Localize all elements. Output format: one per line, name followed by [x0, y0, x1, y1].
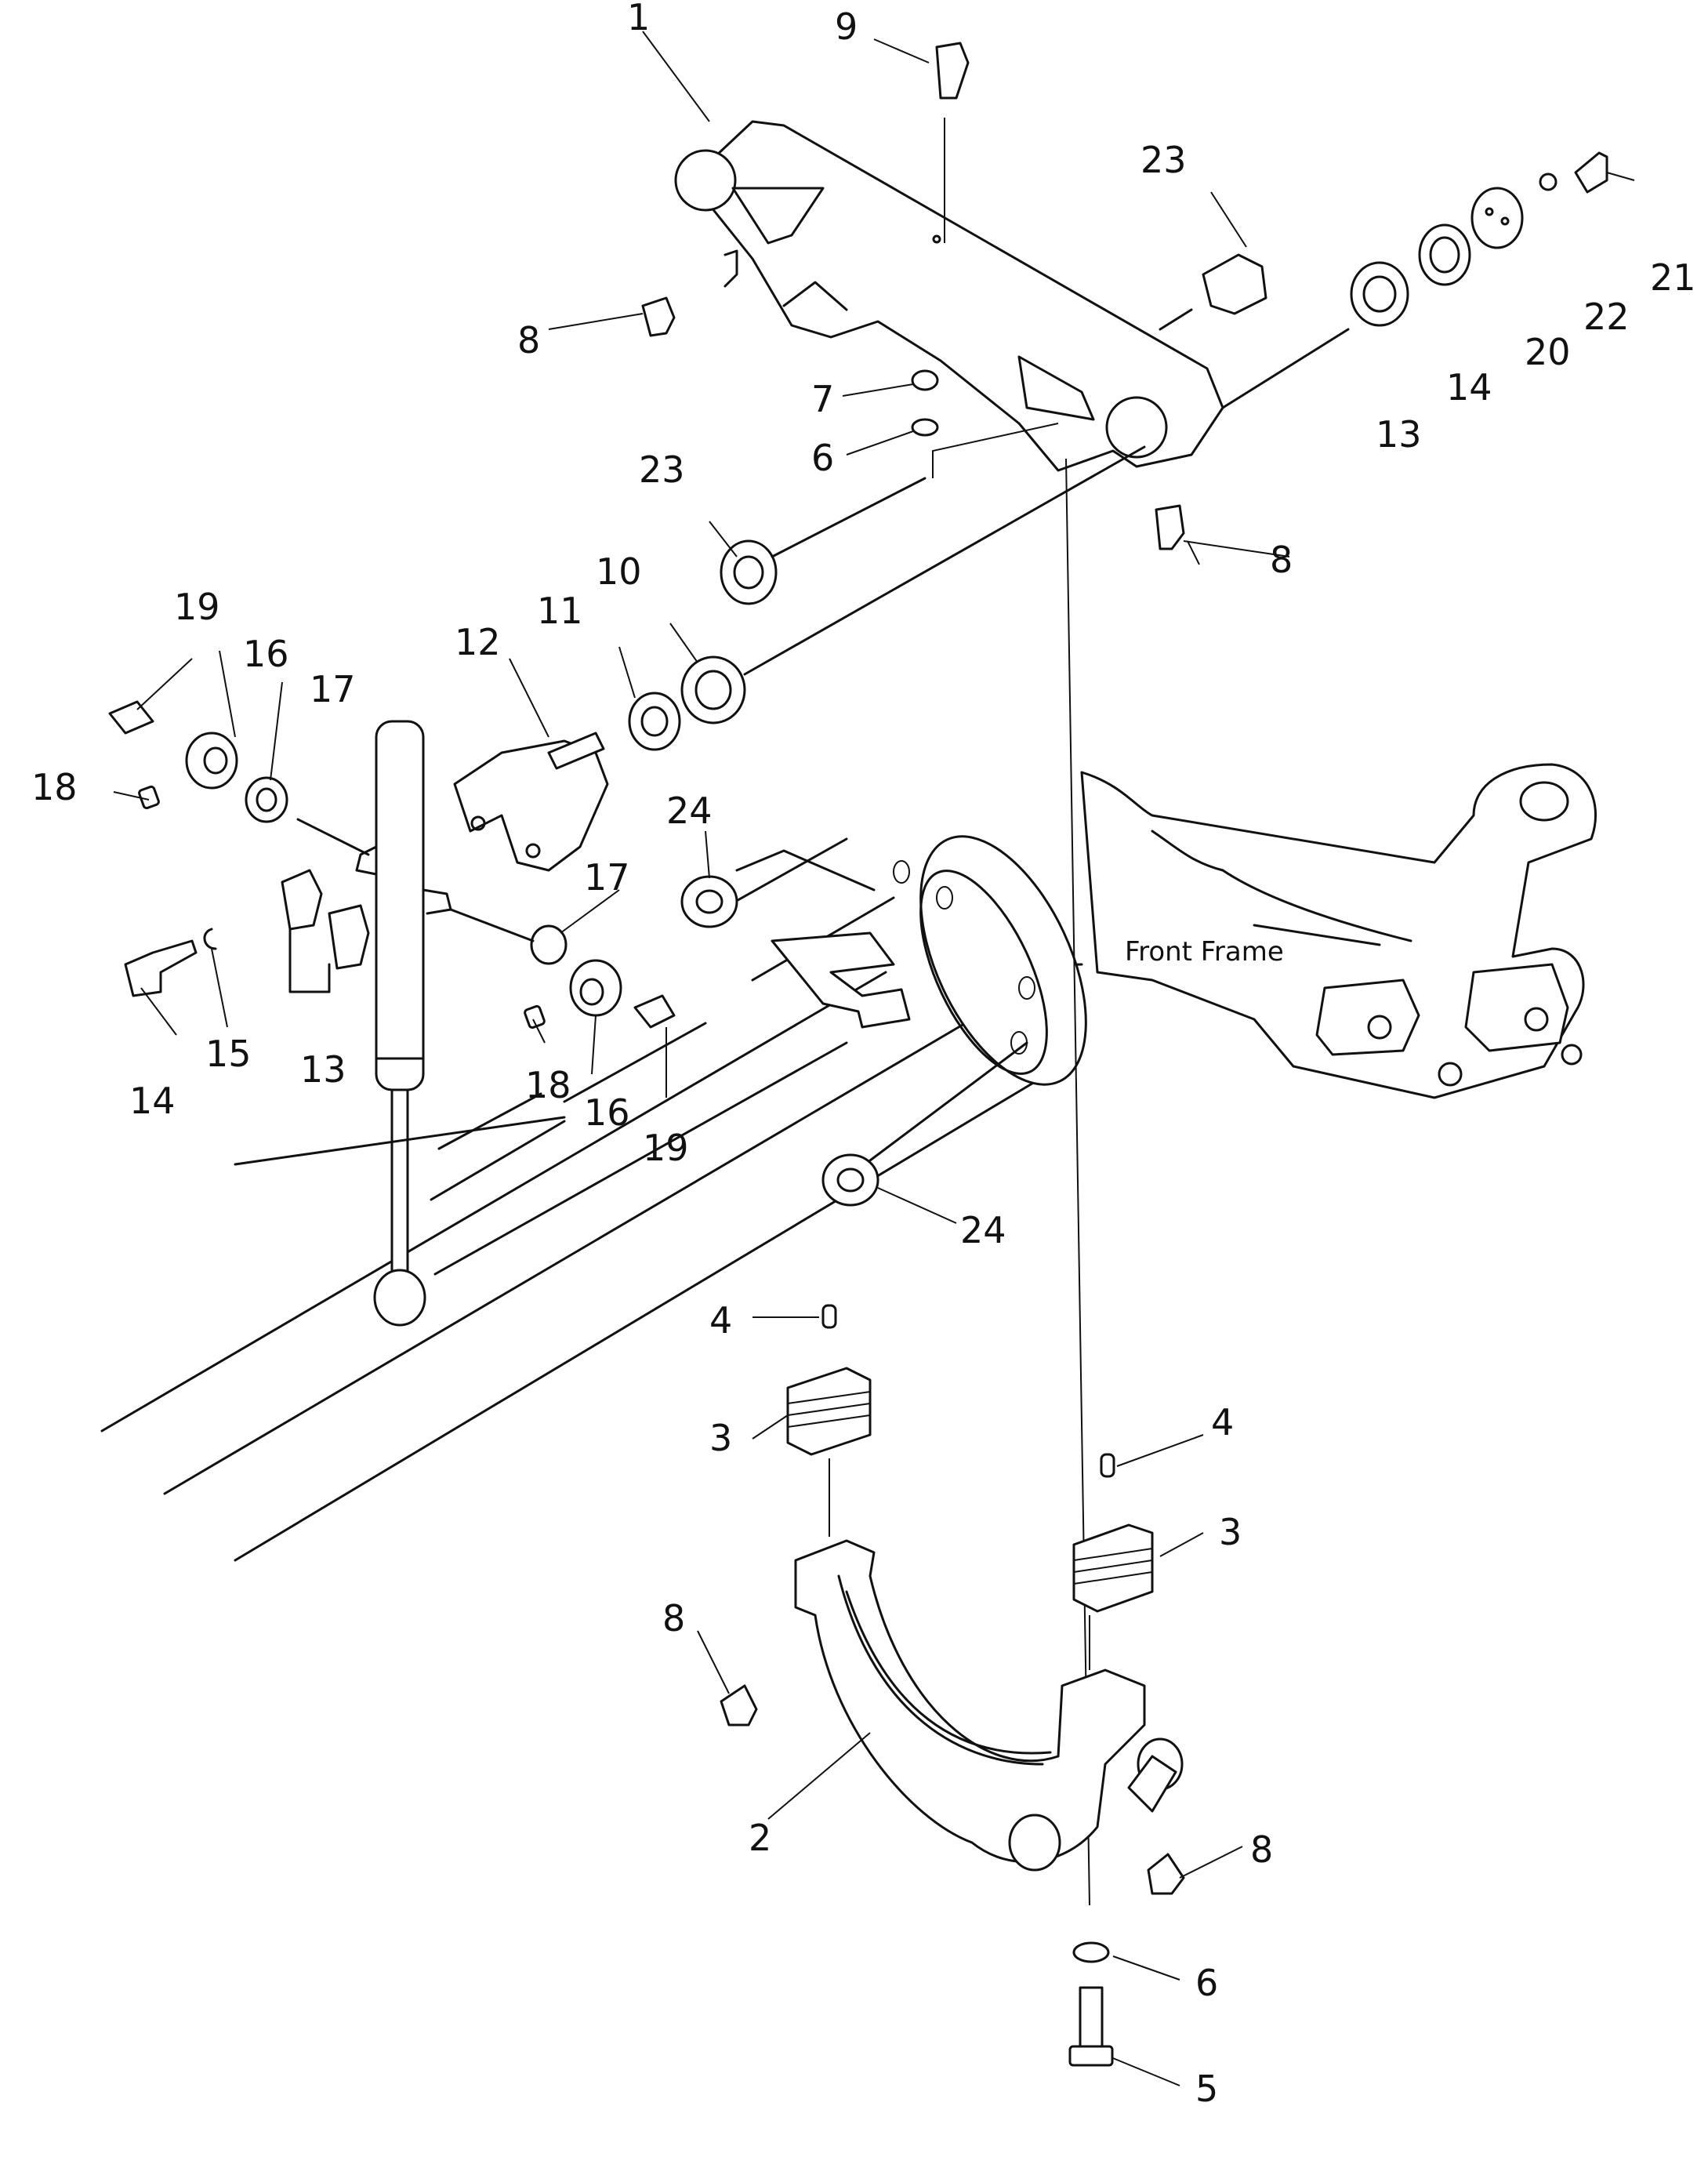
callout-18: 18	[525, 1064, 571, 1106]
callout-14: 14	[1446, 366, 1492, 408]
bushings-24	[680, 849, 1028, 1207]
callout-6: 6	[1195, 1962, 1218, 2004]
callout-12: 12	[455, 621, 501, 663]
left-pins	[628, 369, 1146, 751]
callout-11: 11	[537, 590, 583, 632]
callout-9: 9	[835, 5, 858, 48]
shims-and-dowels	[786, 1304, 1154, 1670]
callout-4: 4	[709, 1299, 732, 1342]
bearing-stack	[1159, 151, 1608, 409]
axle-flange	[771, 835, 1087, 1086]
axle-body	[100, 837, 1036, 1562]
callout-16: 16	[584, 1091, 630, 1134]
callout-23: 23	[639, 448, 685, 491]
arm-part-1	[674, 120, 1224, 472]
callout-8: 8	[517, 319, 540, 361]
callout-19: 19	[174, 586, 220, 628]
callout-13: 13	[1376, 413, 1422, 456]
left-small-parts	[108, 700, 676, 1166]
assembly-axis-line	[1065, 458, 1090, 1906]
callout-5: 5	[1195, 2068, 1218, 2110]
callout-2: 2	[749, 1817, 771, 1859]
bolt-and-washer	[1068, 1941, 1114, 2067]
yoke-part-12	[453, 732, 609, 872]
callout-17: 17	[584, 856, 630, 899]
callout-8: 8	[662, 1597, 685, 1639]
front-frame-label: Front Frame	[1125, 936, 1284, 968]
leader-lines	[113, 31, 1635, 2086]
gas-spring	[355, 720, 452, 1327]
grease-fittings	[641, 42, 1185, 1895]
callout-17: 17	[310, 668, 356, 710]
callout-16: 16	[243, 633, 289, 675]
front-frame	[947, 763, 1597, 1099]
callout-14: 14	[129, 1080, 176, 1122]
callout-21: 21	[1650, 256, 1696, 299]
callout-24: 24	[960, 1209, 1006, 1251]
callout-labels: 1 2 3 3 4 4 5 6 6 7 8 8 8 8 9 10 11 12 1…	[31, 0, 1696, 2110]
clamp-part-2	[794, 1539, 1184, 1872]
callout-3: 3	[709, 1417, 732, 1459]
callout-15: 15	[205, 1033, 252, 1075]
callout-20: 20	[1525, 331, 1571, 373]
callout-24: 24	[666, 790, 713, 832]
callout-18: 18	[31, 766, 78, 808]
callout-19: 19	[643, 1127, 689, 1169]
callout-1: 1	[627, 0, 650, 38]
callout-10: 10	[596, 550, 642, 593]
callout-6: 6	[811, 437, 834, 479]
callout-7: 7	[811, 378, 834, 420]
callout-13: 13	[300, 1048, 346, 1091]
callout-23: 23	[1140, 139, 1187, 181]
callout-4: 4	[1211, 1401, 1234, 1443]
callout-22: 22	[1583, 296, 1630, 338]
callout-3: 3	[1219, 1511, 1242, 1553]
callout-8: 8	[1270, 539, 1293, 581]
callout-8: 8	[1250, 1828, 1273, 1871]
